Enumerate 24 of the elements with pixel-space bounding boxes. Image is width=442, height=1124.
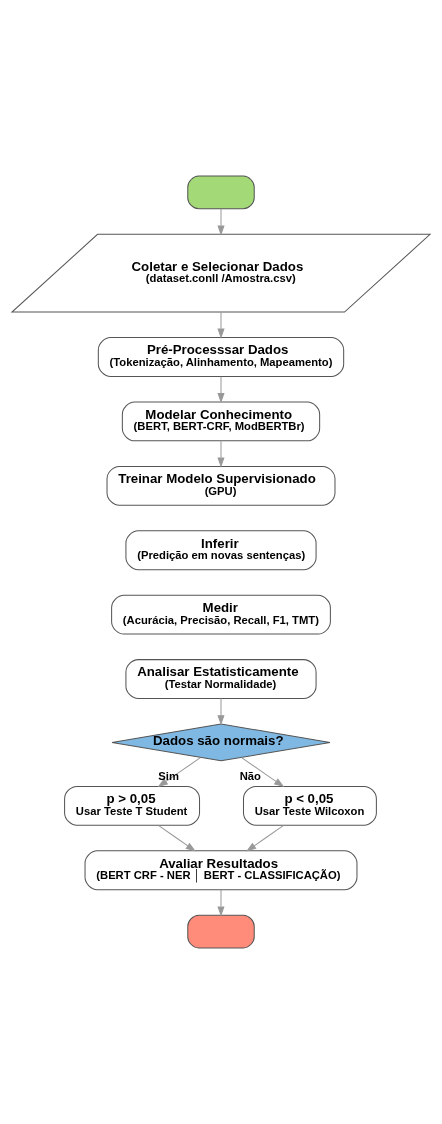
node-box: Modelar Conhecimento (BERT, BERT-CRF, ModBERTBr): [121, 401, 321, 442]
node-diamond: Dados são normais?: [111, 723, 331, 762]
node-box: Pré-Processsar Dados (Tokenização, Alinhamento, Mapeamento): [97, 337, 345, 377]
arrow: [157, 757, 201, 788]
arrow: [241, 757, 285, 788]
node-box: Treinar Modelo Supervisionado (GPU): [106, 465, 336, 506]
node-oval: [187, 175, 255, 210]
arrow: [217, 376, 225, 404]
node-oval: [187, 914, 255, 949]
node-box: p < 0,05 Usar Teste Wilcoxon: [243, 785, 377, 826]
node-box: Avaliar Resultados (BERT CRF - NER │ BERT - CLASSIFICAÇÃO): [84, 850, 358, 891]
arrow: [158, 825, 196, 852]
edge-label: Sim: [158, 769, 179, 782]
edge-label: Não: [239, 769, 261, 782]
arrow: [217, 889, 225, 917]
node-box: Analisar Estatisticamente (Testar Normalidade): [125, 659, 317, 699]
arrow: [217, 208, 225, 236]
node-box: p > 0,05 Usar Teste T Student: [64, 785, 201, 826]
node-box: Inferir (Predição em novas sentenças): [125, 530, 317, 571]
arrow: [217, 311, 225, 339]
node-box: Medir (Acurácia, Precisão, Recall, F1, TMT): [111, 594, 331, 635]
arrow: [217, 697, 225, 726]
arrow: [217, 440, 225, 468]
arrow: [246, 825, 284, 852]
